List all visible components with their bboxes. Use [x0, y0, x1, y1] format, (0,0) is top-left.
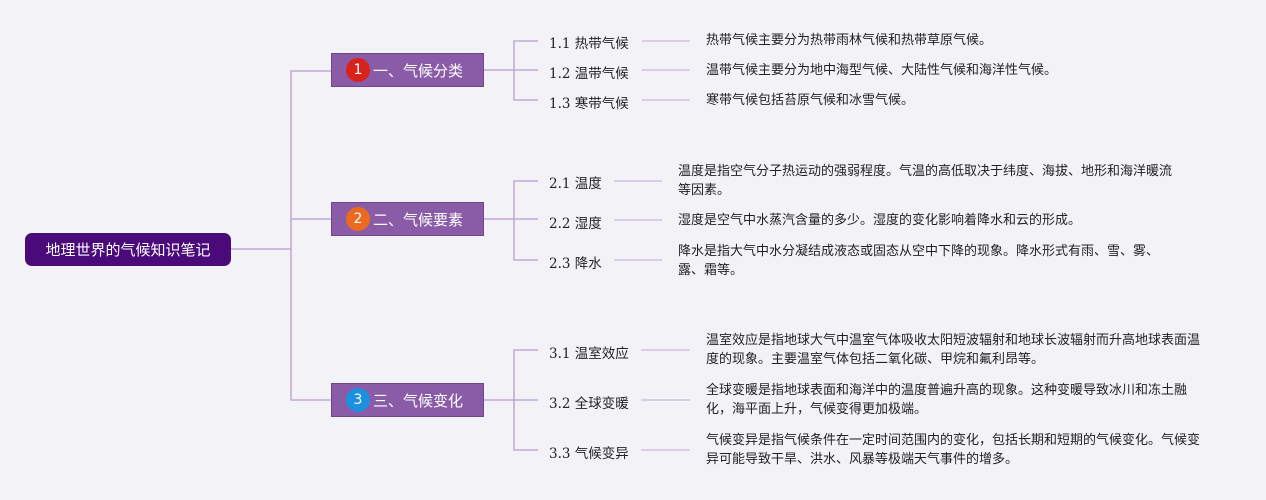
- branch-node-climate-classification[interactable]: 1 一、气候分类: [331, 53, 484, 87]
- sub-node-precipitation[interactable]: 2.3 降水: [549, 256, 602, 272]
- number-badge-icon: 3: [346, 388, 370, 412]
- sub-node-humidity[interactable]: 2.2 湿度: [549, 216, 602, 232]
- branch-2-connector: [484, 180, 538, 261]
- sub-node-tropical-climate[interactable]: 1.1 热带气候: [549, 36, 629, 52]
- note-precipitation: 降水是指大气中水分凝结成液态或固态从空中下降的现象。降水形式有雨、雪、雾、露、霜…: [678, 244, 1160, 278]
- branch-label: 二、气候要素: [373, 210, 464, 229]
- root-node[interactable]: 地理世界的气候知识笔记: [25, 233, 231, 266]
- note-global-warming: 全球变暖是指地球表面和海洋中的温度普遍升高的现象。这种变暖导致冰川和冻土融化，海…: [706, 383, 1188, 417]
- sub-node-global-warming[interactable]: 3.2 全球变暖: [549, 396, 629, 412]
- note-greenhouse-effect: 温室效应是指地球大气中温室气体吸收太阳短波辐射和地球长波辐射而升高地球表面温度的…: [706, 333, 1201, 367]
- number-badge-icon: 2: [346, 207, 370, 231]
- note-polar-climate: 寒带气候包括苔原气候和冰雪气候。: [706, 93, 915, 108]
- note-temperature: 温度是指空气分子热运动的强弱程度。气温的高低取决于纬度、海拔、地形和海洋暖流等因…: [678, 164, 1173, 198]
- note-temperate-climate: 温带气候主要分为地中海型气候、大陆性气候和海洋性气候。: [706, 63, 1058, 78]
- sub-node-temperature[interactable]: 2.1 温度: [549, 176, 602, 192]
- branch-3-connector: [484, 349, 538, 451]
- note-humidity: 湿度是空气中水蒸汽含量的多少。湿度的变化影响着降水和云的形成。: [678, 213, 1082, 228]
- sub-node-temperate-climate[interactable]: 1.2 温带气候: [549, 66, 629, 82]
- note-climate-variability: 气候变异是指气候条件在一定时间范围内的变化，包括长期和短期的气候变化。气候变异可…: [706, 433, 1201, 467]
- branch-label: 一、气候分类: [373, 61, 464, 80]
- number-badge-icon: 1: [346, 58, 370, 82]
- branch-label: 三、气候变化: [373, 391, 464, 410]
- branch-1-connector: [484, 40, 538, 101]
- note-tropical-climate: 热带气候主要分为热带雨林气候和热带草原气候。: [706, 33, 993, 48]
- sub-node-polar-climate[interactable]: 1.3 寒带气候: [549, 96, 629, 112]
- branch-node-climate-change[interactable]: 3 三、气候变化: [331, 383, 484, 417]
- branch-node-climate-elements[interactable]: 2 二、气候要素: [331, 202, 484, 236]
- sub-node-climate-variability[interactable]: 3.3 气候变异: [549, 446, 629, 462]
- sub-node-greenhouse-effect[interactable]: 3.1 温室效应: [549, 346, 629, 362]
- root-connector: [231, 70, 331, 401]
- root-label: 地理世界的气候知识笔记: [45, 241, 211, 259]
